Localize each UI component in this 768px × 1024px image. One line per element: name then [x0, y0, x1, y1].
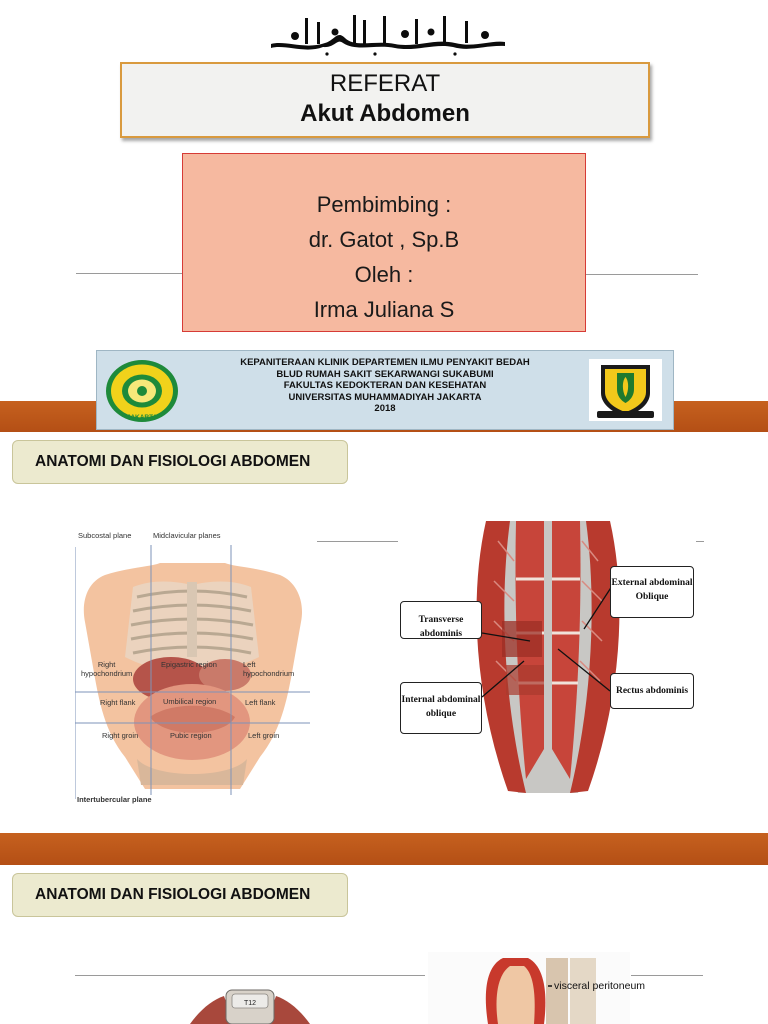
label-visceral-peritoneum: visceral peritoneum	[554, 980, 646, 992]
label-right-flank: Right flank	[100, 698, 136, 707]
callout-external-line2: Oblique	[635, 592, 669, 602]
basmalah-calligraphy	[271, 15, 505, 56]
label-intertubercular: Intertubercular plane	[77, 795, 152, 804]
author-name: Irma Juliana S	[313, 297, 455, 322]
title-line1: REFERAT	[329, 70, 441, 97]
peritoneum-illustration	[485, 958, 596, 1024]
vertebra-illustration: T12	[190, 989, 310, 1024]
label-subcostal: Subcostal plane	[78, 531, 132, 540]
label-pubic: Pubic region	[170, 731, 212, 740]
vertebra-figure: T12	[190, 982, 310, 1024]
advisor-name: dr. Gatot , Sp.B	[308, 227, 460, 252]
abdominal-regions-figure: Subcostal plane Midclavicular planes Rig…	[75, 527, 310, 807]
divider-left	[75, 975, 425, 976]
callout-external-line1: External abdominal	[611, 578, 693, 588]
label-right-groin: Right groin	[102, 731, 139, 740]
label-left-flank: Left flank	[245, 698, 276, 707]
advisor-box: Pembimbing : dr. Gatot , Sp.B Oleh : Irm…	[182, 153, 586, 332]
abdominal-muscles-figure: Transverse abdominis External abdominal …	[398, 521, 696, 803]
callout-internal-line1: Internal abdominal	[401, 695, 481, 705]
advisor-label: Pembimbing :	[316, 192, 452, 217]
regency-emblem-icon	[589, 359, 662, 421]
label-midclavicular: Midclavicular planes	[153, 531, 221, 540]
institution-text: KEPANITERAAN KLINIK DEPARTEMEN ILMU PENY…	[207, 357, 563, 415]
institution-line: UNIVERSITAS MUHAMMADIYAH JAKARTA	[288, 391, 482, 403]
author-label: Oleh :	[354, 262, 414, 287]
section-header-anatomy-2: ANATOMI DAN FISIOLOGI ABDOMEN	[12, 873, 348, 917]
label-umbilical: Umbilical region	[163, 697, 217, 706]
divider-left	[317, 541, 399, 542]
institution-banner: JAKARTA KEPANITERAAN KLINIK DEPARTEMEN I…	[96, 350, 674, 430]
divider-right	[631, 975, 703, 976]
callout-internal-oblique: Internal abdominal oblique	[400, 682, 482, 734]
title-box: REFERAT Akut Abdomen	[120, 62, 650, 138]
label-left-groin: Left groin	[248, 731, 280, 740]
divider-right	[694, 541, 704, 542]
callout-external-oblique: External abdominal Oblique	[610, 566, 694, 618]
institution-year: 2018	[374, 403, 396, 415]
label-left-hypochondrium: Left hypochondrium	[243, 660, 295, 678]
label-right-hypochondrium: Right hypochondrium	[81, 660, 133, 678]
label-epigastric: Epigastric region	[161, 660, 217, 669]
callout-transverse: Transverse abdominis	[400, 601, 482, 639]
divider-left	[76, 273, 182, 274]
muscle-illustration	[476, 521, 620, 793]
title-line2: Akut Abdomen	[300, 100, 470, 127]
institution-line: BLUD RUMAH SAKIT SEKARWANGI SUKABUMI	[276, 368, 494, 380]
callout-rectus: Rectus abdominis	[610, 673, 694, 709]
seal-text: JAKARTA	[127, 414, 158, 421]
torso-illustration	[75, 545, 310, 799]
institution-line: FAKULTAS KEDOKTERAN DAN KESEHATAN	[283, 380, 487, 392]
divider-right	[586, 274, 698, 275]
section-header-anatomy-1: ANATOMI DAN FISIOLOGI ABDOMEN	[12, 440, 348, 484]
peritoneum-figure: visceral peritoneum	[428, 952, 645, 1024]
callout-internal-line2: oblique	[425, 709, 457, 719]
slide2-accent-bar	[0, 833, 768, 865]
vertebra-label: T12	[244, 1000, 256, 1007]
institution-line: KEPANITERAAN KLINIK DEPARTEMEN ILMU PENY…	[240, 357, 530, 368]
university-seal-icon: JAKARTA	[106, 360, 178, 422]
